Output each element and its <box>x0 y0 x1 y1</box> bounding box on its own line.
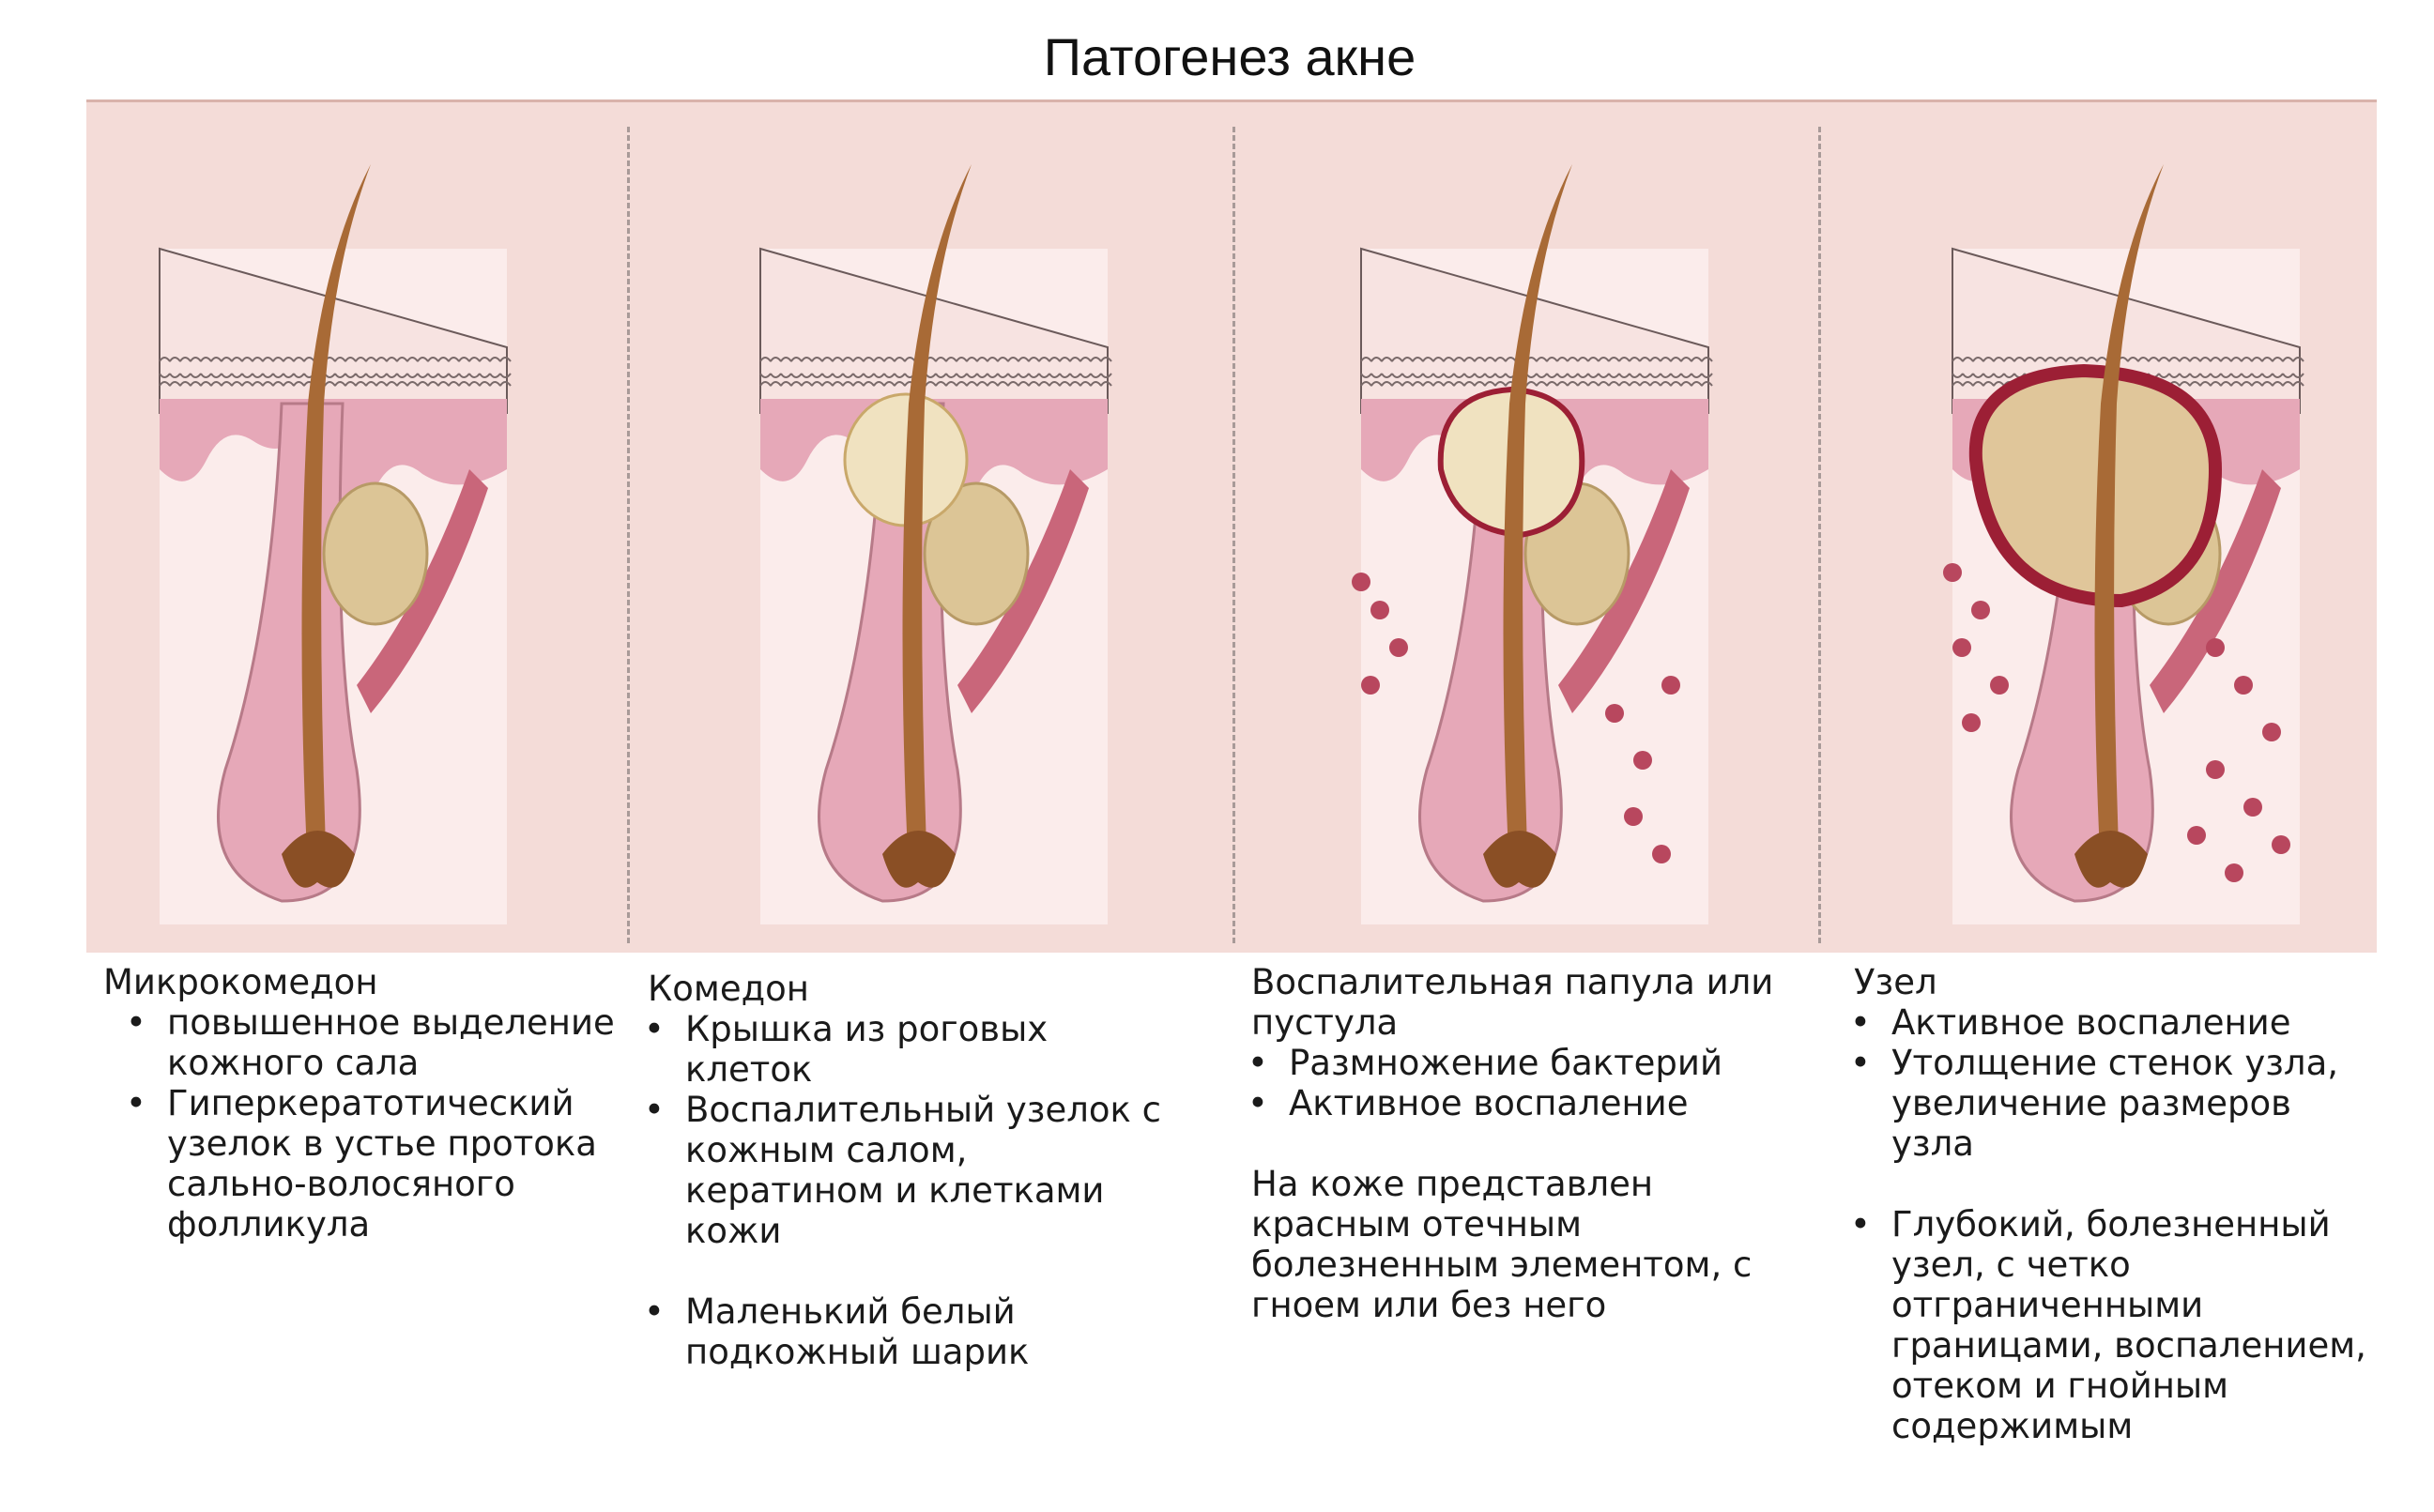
bullet-item: Крышка из роговых клеток <box>644 1009 1173 1090</box>
stage-divider <box>1232 127 1235 943</box>
inflammatory-cell <box>1952 638 1971 657</box>
sebaceous-gland <box>923 481 1030 626</box>
stage-1-bullets: повышенное выделение кожного сала Гиперк… <box>103 1002 629 1245</box>
stage-4-caption: Узел Активное воспаление Утолщение стено… <box>1850 962 2380 1446</box>
sebaceous-gland <box>322 481 429 626</box>
stage-1-caption: Микрокомедон повышенное выделение кожног… <box>103 962 629 1245</box>
inflammatory-cell <box>1990 676 2009 695</box>
bullet-item: повышенное выделение кожного сала <box>126 1002 629 1083</box>
arrector-muscle <box>357 469 488 713</box>
follicle-sheath <box>217 402 361 903</box>
stage-2-illustration <box>732 160 1136 929</box>
inflammatory-cell <box>1652 845 1671 863</box>
stage-3-illustration <box>1333 160 1737 929</box>
hair-shaft <box>1503 164 1572 873</box>
arrector-muscle <box>957 469 1089 713</box>
bullet-item: Маленький белый подкожный шарик <box>644 1291 1173 1372</box>
stage-3-label: Воспалительная папула или пустула <box>1251 962 1774 1043</box>
stage-2-caption: Комедон Крышка из роговых клеток Воспали… <box>644 969 1173 1372</box>
arrector-muscle <box>1558 469 1690 713</box>
inflammatory-cell <box>1943 563 1962 582</box>
bullet-spacer <box>685 1251 1173 1291</box>
inflammatory-cell <box>1352 573 1370 591</box>
hair-bulb <box>1483 831 1556 888</box>
stage-divider <box>627 127 630 943</box>
inflammatory-cell <box>2187 826 2206 845</box>
stage-4-bullets: Активное воспаление Утолщение стенок узл… <box>1850 1002 2380 1446</box>
arrector-muscle <box>2150 469 2281 713</box>
inflammatory-cell <box>2272 835 2290 854</box>
bullet-spacer <box>1891 1164 2380 1204</box>
stage-3-bullets: Размножение бактерий Активное воспаление <box>1248 1043 1796 1123</box>
inflammatory-cell <box>1962 713 1981 732</box>
stage-2-bullets: Крышка из роговых клеток Воспалительный … <box>644 1009 1173 1372</box>
inflammatory-cell <box>1389 638 1408 657</box>
stage-2-label: Комедон <box>648 969 809 1009</box>
inflammatory-cell <box>1370 601 1389 619</box>
inflammatory-cell <box>1971 601 1990 619</box>
inflammatory-cell <box>1624 807 1643 826</box>
inflammatory-cell <box>2225 863 2243 882</box>
follicle-sheath <box>818 402 962 903</box>
inflammatory-cell <box>1633 751 1652 770</box>
hair-bulb <box>2074 831 2148 888</box>
hair-shaft <box>301 164 371 873</box>
hair-shaft <box>902 164 972 873</box>
bullet-item: Активное воспаление <box>1248 1083 1796 1123</box>
hair-shaft <box>2094 164 2164 873</box>
inflammatory-cell <box>1605 704 1624 723</box>
stage-3-caption: Воспалительная папула или пустула Размно… <box>1248 962 1796 1325</box>
bullet-item: Размножение бактерий <box>1248 1043 1796 1083</box>
bullet-item: Гиперкератотический узелок в устье прото… <box>126 1083 629 1245</box>
inflammatory-cell <box>2243 798 2262 817</box>
hair-bulb <box>282 831 355 888</box>
inflammatory-cell <box>2262 723 2281 741</box>
stage-4-illustration <box>1924 160 2328 929</box>
caption-spacer <box>1251 1123 1796 1164</box>
bullet-item: Глубокий, болезненный узел, с четко отгр… <box>1850 1204 2380 1446</box>
inflammatory-cell <box>2234 676 2253 695</box>
inflammatory-cell <box>1661 676 1680 695</box>
inflammatory-cell <box>2206 760 2225 779</box>
bullet-item: Утолщение стенок узла, увеличение размер… <box>1850 1043 2380 1164</box>
hair-bulb <box>882 831 956 888</box>
stage-1-label: Микрокомедон <box>103 962 378 1002</box>
nodule-lesion <box>1968 363 2223 608</box>
inflammatory-cell <box>2206 638 2225 657</box>
bullet-item: Активное воспаление <box>1850 1002 2380 1043</box>
stage-1-illustration <box>131 160 535 929</box>
page-title: Патогенез акне <box>1043 27 1416 86</box>
stage-divider <box>1818 127 1821 943</box>
inflammatory-cell <box>1361 676 1380 695</box>
bullet-item: Воспалительный узелок с кожным салом, ке… <box>644 1090 1173 1251</box>
stage-4-label: Узел <box>1854 962 1937 1002</box>
stage-3-note: На коже представлен красным отечным боле… <box>1251 1164 1753 1325</box>
